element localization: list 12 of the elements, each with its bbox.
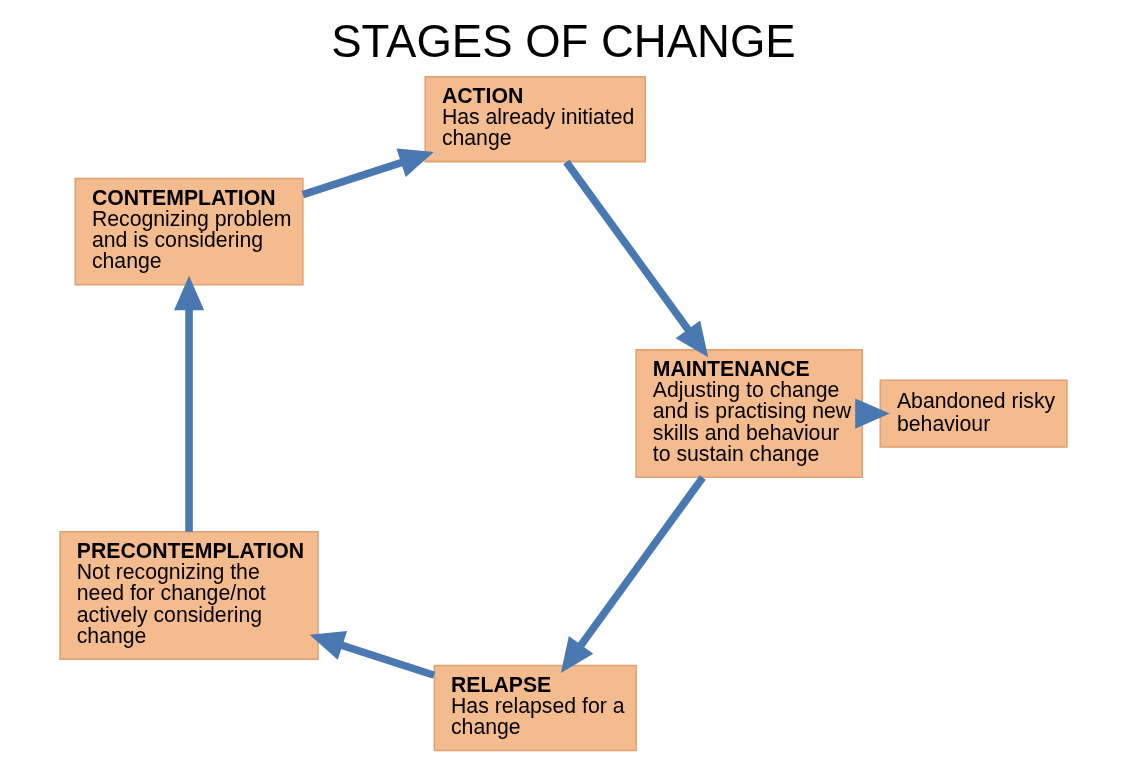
diagram-title: STAGES OF CHANGE [331,15,796,67]
arrow [173,275,205,532]
arrow [563,159,709,358]
node-box: Abandoned risky behaviour [879,379,1068,448]
arrow [301,148,434,199]
node-box: RELAPSE Has relapsed for a change [433,664,637,752]
arrow [309,631,436,679]
node-box: PRECONTEMPLATION Not recognizing the need for change/not actively considering change [59,531,319,661]
arrow [560,475,706,673]
node-box: CONTEMPLATION Recognizing problem and is considering change [74,177,304,286]
node-box: ACTION Has already initiated change [424,75,646,163]
arrow [855,398,890,429]
